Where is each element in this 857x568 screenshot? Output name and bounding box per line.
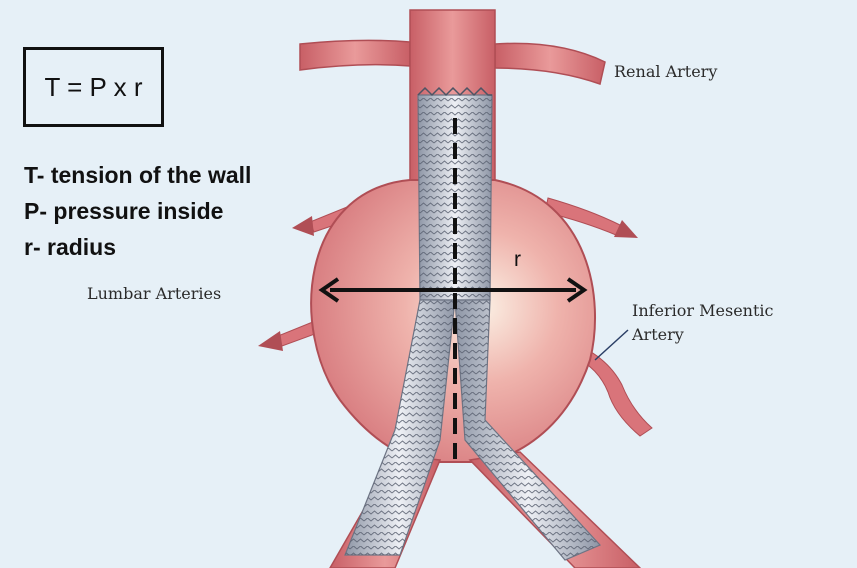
- renal-artery-label: Renal Artery: [614, 60, 717, 84]
- legend-tension: T- tension of the wall: [24, 157, 251, 193]
- renal-artery-left: [300, 40, 410, 70]
- legend-pressure: P- pressure inside: [24, 193, 251, 229]
- formula-legend: T- tension of the wall P- pressure insid…: [24, 157, 251, 265]
- mesentic-pointer-line: [595, 330, 628, 360]
- renal-artery-right: [495, 43, 605, 84]
- inferior-mesentic-label-line2: Artery: [632, 323, 684, 347]
- legend-radius: r- radius: [24, 229, 251, 265]
- lumbar-arrow-lower-icon: [258, 331, 283, 351]
- lumbar-arrow-upper-icon: [292, 216, 314, 236]
- formula-text: T = P x r: [44, 72, 142, 103]
- inferior-mesentic-label-line1: Inferior Mesentic: [632, 299, 774, 323]
- formula-box: T = P x r: [23, 47, 164, 127]
- lumbar-arteries-label: Lumbar Arteries: [87, 282, 221, 306]
- radius-label: r: [514, 248, 521, 272]
